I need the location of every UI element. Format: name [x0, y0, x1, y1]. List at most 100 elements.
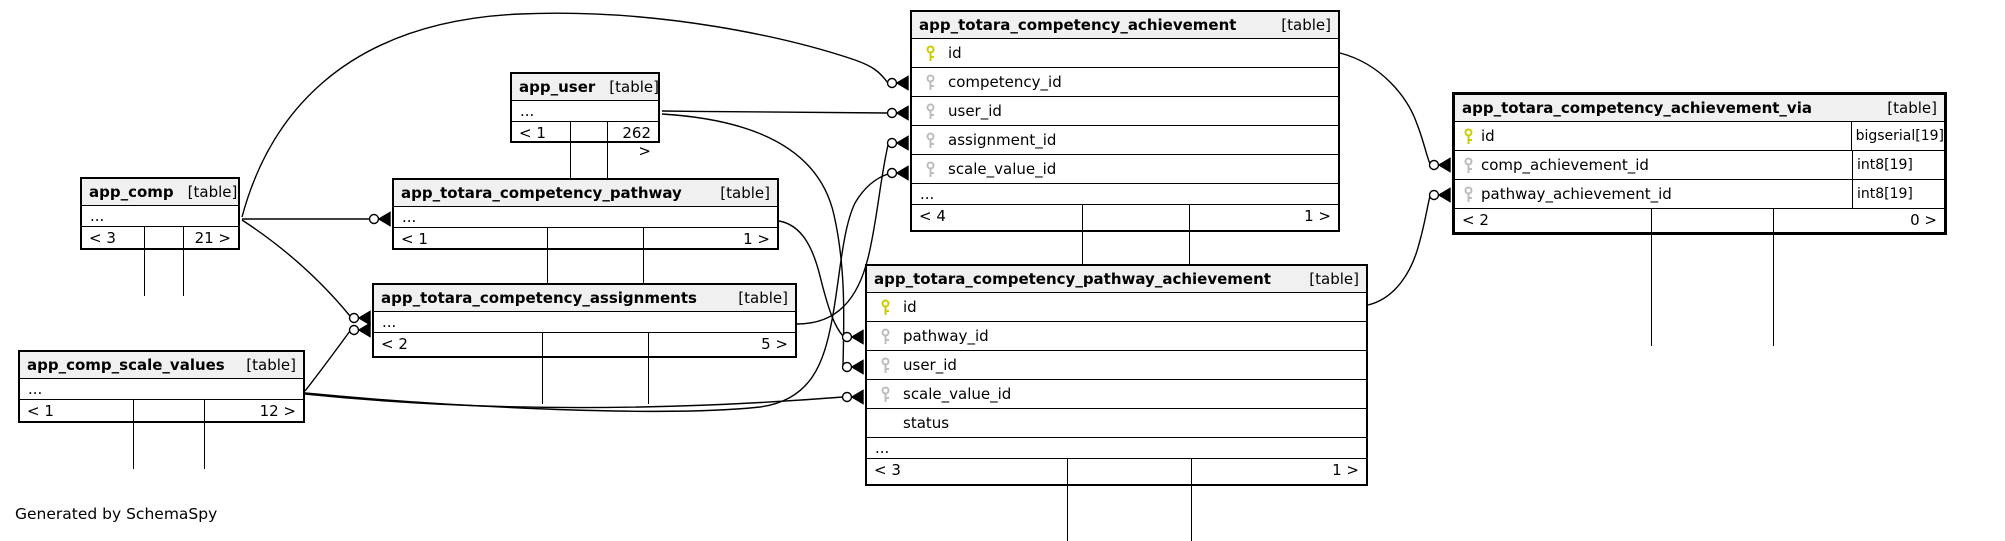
column-name: competency_id	[948, 73, 1062, 91]
column-type: int8[19]	[1852, 151, 1944, 179]
footer-children: 1 >	[1191, 459, 1366, 541]
hidden-columns-row: ...	[912, 184, 1338, 205]
foreign-key-icon	[1464, 186, 1473, 202]
footer-spacer	[1650, 209, 1773, 346]
table-name: app_totara_competency_pathway	[401, 184, 682, 202]
hidden-columns-row: ...	[512, 101, 658, 122]
foreign-key-icon	[881, 328, 890, 344]
table-name: app_comp_scale_values	[27, 356, 225, 374]
foreign-key-icon	[881, 386, 890, 402]
table-app_totara_competency_pathway[interactable]: app_totara_competency_pathway [table] ..…	[392, 178, 779, 296]
table-header[interactable]: app_totara_competency_achievement_via [t…	[1455, 95, 1944, 122]
column-name: user_id	[948, 102, 1002, 120]
table-name: app_totara_competency_assignments	[381, 289, 697, 307]
relationship-line	[241, 219, 351, 317]
foreign-key-icon	[926, 132, 935, 148]
table-app_totara_competency_achievement[interactable]: app_totara_competency_achievement [table…	[910, 10, 1340, 423]
table-header[interactable]: app_totara_competency_assignments [table…	[374, 285, 795, 312]
column-name: id	[903, 298, 917, 316]
footer-parents: < 4	[919, 207, 946, 225]
table-header[interactable]: app_comp [table]	[82, 179, 238, 206]
column-type: bigserial[19]	[1850, 122, 1944, 150]
column-row-comp_achievement_id: comp_achievement_id int8[19]	[1455, 151, 1944, 180]
crowfoot-connector	[886, 165, 909, 181]
primary-key-icon	[881, 299, 890, 315]
foreign-key-icon	[1464, 157, 1473, 173]
table-tag: [table]	[738, 289, 788, 307]
table-app_comp[interactable]: app_comp [table] ... < 3 21 >	[80, 177, 240, 296]
table-app_comp_scale_values[interactable]: app_comp_scale_values [table] ... < 1 12…	[18, 350, 305, 469]
column-name: scale_value_id	[903, 385, 1012, 403]
column-row-id: id	[867, 293, 1366, 322]
table-footer: < 1 12 >	[20, 400, 303, 469]
column-row-competency_id: competency_id	[912, 68, 1338, 97]
crowfoot-connector	[841, 359, 864, 375]
table-tag: [table]	[246, 356, 296, 374]
hidden-columns-row: ...	[374, 312, 795, 333]
crowfoot-connectors	[348, 75, 1451, 405]
foreign-key-icon	[926, 74, 935, 90]
crowfoot-connector	[886, 105, 909, 121]
column-row-scale_value_id: scale_value_id	[912, 155, 1338, 184]
column-row-user_id: user_id	[912, 97, 1338, 126]
footer-children: 12 >	[203, 400, 303, 469]
footer-children: 0 >	[1772, 209, 1944, 346]
generated-by-label: Generated by SchemaSpy	[15, 505, 218, 523]
table-header[interactable]: app_comp_scale_values [table]	[20, 352, 303, 379]
column-name: status	[903, 414, 950, 432]
relationship-line	[1339, 52, 1431, 165]
footer-parents: < 1	[27, 402, 54, 420]
foreign-key-icon	[926, 161, 935, 177]
foreign-key-icon	[926, 103, 935, 119]
table-footer: < 3 21 >	[82, 227, 238, 296]
footer-parents: < 3	[89, 229, 116, 247]
crowfoot-connector	[1428, 157, 1451, 173]
column-row-pathway_id: pathway_id	[867, 322, 1366, 351]
column-name: id	[1481, 127, 1495, 145]
table-footer: < 2 0 >	[1455, 209, 1944, 346]
table-name: app_totara_competency_pathway_achievemen…	[874, 270, 1271, 288]
footer-parents: < 1	[401, 230, 428, 248]
column-name: assignment_id	[948, 131, 1057, 149]
column-name: pathway_id	[903, 327, 989, 345]
table-header[interactable]: app_totara_competency_achievement [table…	[912, 12, 1338, 39]
table-header[interactable]: app_totara_competency_pathway_achievemen…	[867, 266, 1366, 293]
table-app_totara_competency_pathway_achievement[interactable]: app_totara_competency_pathway_achievemen…	[865, 264, 1368, 541]
table-tag: [table]	[187, 183, 238, 201]
footer-parents: < 3	[874, 461, 901, 479]
table-tag: [table]	[1281, 16, 1331, 34]
column-type: int8[19]	[1852, 180, 1944, 208]
crowfoot-connector	[841, 329, 864, 345]
hidden-columns-row: ...	[867, 438, 1366, 459]
foreign-key-icon	[881, 357, 890, 373]
relationship-line	[661, 110, 889, 114]
relationship-line	[241, 12, 889, 218]
table-name: app_comp	[89, 183, 174, 201]
table-header[interactable]: app_user [table]	[512, 74, 659, 101]
relationship-line	[778, 220, 844, 337]
footer-children: 5 >	[647, 333, 795, 404]
relationship-line	[661, 113, 845, 366]
primary-key-icon	[1464, 128, 1473, 144]
table-tag: [table]	[609, 78, 659, 96]
hidden-columns-row: ...	[20, 379, 303, 400]
table-name: app_totara_competency_achievement	[919, 16, 1237, 34]
footer-children: 21 >	[183, 227, 238, 296]
table-header[interactable]: app_totara_competency_pathway [table]	[394, 180, 777, 207]
table-name: app_totara_competency_achievement_via	[1462, 99, 1812, 117]
table-footer: < 1 1 >	[394, 228, 777, 296]
table-app_totara_competency_achievement_via[interactable]: app_totara_competency_achievement_via [t…	[1452, 92, 1947, 346]
crowfoot-connector	[368, 211, 391, 227]
column-name: user_id	[903, 356, 957, 374]
table-app_totara_competency_assignments[interactable]: app_totara_competency_assignments [table…	[372, 283, 797, 404]
hidden-columns-row: ...	[82, 206, 238, 227]
column-row-status: status	[867, 409, 1366, 438]
table-footer: < 2 5 >	[374, 333, 795, 404]
column-row-id: id bigserial[19]	[1455, 122, 1944, 151]
footer-parents: < 2	[381, 335, 408, 353]
footer-parents: < 2	[1462, 211, 1489, 229]
table-app_user[interactable]: app_user [table] ... < 1 262 >	[510, 72, 660, 189]
footer-parents: < 1	[519, 124, 546, 142]
